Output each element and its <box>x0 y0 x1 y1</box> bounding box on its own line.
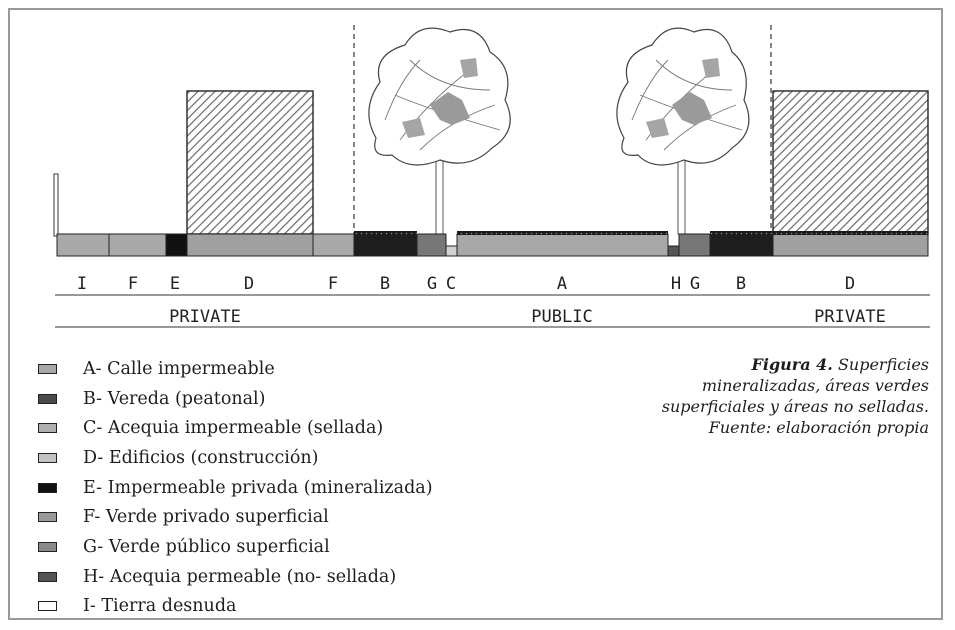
legend-label: H- Acequia permeable (no- sellada) <box>83 566 397 587</box>
segment-d-left <box>186 233 314 257</box>
tree-right <box>616 27 750 235</box>
tree-left <box>368 27 511 235</box>
legend-item: E- Impermeable privada (mineralizada) <box>38 473 433 503</box>
legend-swatch <box>38 363 57 374</box>
caption-text: Superficies mineralizadas, áreas verdes … <box>661 355 929 437</box>
strip-label: B <box>380 274 390 294</box>
legend-swatch <box>38 541 57 552</box>
strip-label: E <box>170 274 180 294</box>
building-left <box>186 90 314 235</box>
segment-a <box>456 233 669 257</box>
legend-swatch <box>38 393 57 404</box>
building-right <box>772 90 929 235</box>
figure-frame <box>8 8 943 620</box>
legend-item: B- Vereda (peatonal) <box>38 384 433 414</box>
legend-label: G- Verde público superficial <box>83 536 330 557</box>
strip-label: G <box>427 274 437 294</box>
legend-swatch <box>38 512 57 523</box>
segment-b-left <box>353 233 418 257</box>
segment-g-left <box>416 233 447 257</box>
segment-c <box>445 245 458 257</box>
figure-caption: Figura 4. Superficies mineralizadas, áre… <box>629 354 929 438</box>
fence-post <box>53 173 59 237</box>
zone-label-public: PUBLIC <box>531 307 592 327</box>
segment-f-private-1 <box>108 233 167 257</box>
strip-label: D <box>845 274 855 294</box>
strip-label: H <box>671 274 681 294</box>
strip-label: F <box>128 274 138 294</box>
legend-swatch <box>38 452 57 463</box>
zone-label-private-right: PRIVATE <box>814 307 886 327</box>
legend-label: A- Calle impermeable <box>83 358 275 379</box>
strip-label: C <box>446 274 456 294</box>
legend-label: I- Tierra desnuda <box>83 596 237 617</box>
strip-label: I <box>77 274 87 294</box>
zone-label-private-left: PRIVATE <box>169 307 241 327</box>
strip-labels: I F E D F B G C A H G B D <box>77 274 855 294</box>
legend-swatch <box>38 601 57 612</box>
strip-label: D <box>244 274 254 294</box>
legend-item: A- Calle impermeable <box>38 354 433 384</box>
segment-h <box>667 245 680 257</box>
segment-f-private-2 <box>312 233 355 257</box>
strip-label: A <box>557 274 567 294</box>
strip-label: G <box>690 274 700 294</box>
legend-swatch <box>38 571 57 582</box>
legend-item: D- Edificios (construcción) <box>38 443 433 473</box>
street-section-diagram: I F E D F B G C A H G B D PRIVATE PUBLIC… <box>53 25 930 328</box>
segment-i <box>56 233 110 257</box>
strip-label: B <box>736 274 746 294</box>
legend-label: B- Vereda (peatonal) <box>83 388 266 409</box>
strip-label: F <box>328 274 338 294</box>
legend-swatch <box>38 423 57 434</box>
legend-item: H- Acequia permeable (no- sellada) <box>38 562 433 592</box>
legend-label: D- Edificios (construcción) <box>83 447 319 468</box>
legend-label: C- Acequia impermeable (sellada) <box>83 418 384 439</box>
segment-d-right <box>772 233 929 257</box>
legend-item: I- Tierra desnuda <box>38 592 433 622</box>
legend-label: F- Verde privado superficial <box>83 507 329 528</box>
legend-item: C- Acequia impermeable (sellada) <box>38 413 433 443</box>
legend-swatch <box>38 482 57 493</box>
segment-g-right <box>678 233 711 257</box>
ground-strip <box>56 231 929 257</box>
legend: A- Calle impermeable B- Vereda (peatonal… <box>38 354 433 621</box>
segment-b-right <box>709 233 774 257</box>
caption-number: Figura 4. <box>751 355 833 374</box>
segment-e <box>165 233 188 257</box>
legend-label: E- Impermeable privada (mineralizada) <box>83 477 433 498</box>
legend-item: F- Verde privado superficial <box>38 502 433 532</box>
legend-item: G- Verde público superficial <box>38 532 433 562</box>
